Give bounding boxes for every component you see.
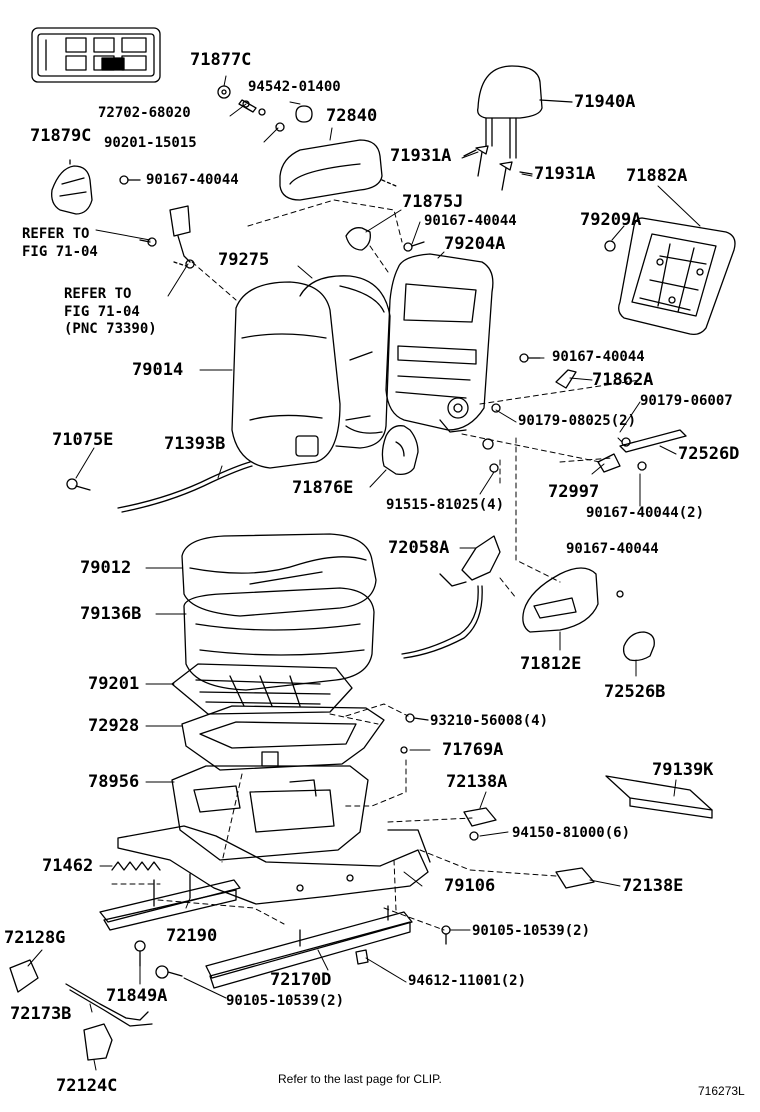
part-label: 71877C [190, 50, 252, 70]
part-label: 94150-81000(6) [512, 825, 631, 841]
seat-rails-drawing [99, 873, 413, 989]
rear-cover-parts-drawing [9, 959, 153, 1061]
part-label: 71931A [534, 164, 596, 184]
assembly-dashed-lines [111, 199, 641, 931]
part-label: 71862A [592, 370, 654, 390]
part-label: 79106 [444, 876, 496, 896]
part-label: 72702-68020 [98, 105, 191, 121]
seatback-drawing [231, 275, 391, 469]
part-label: 90105-10539(2) [472, 923, 591, 939]
part-label: 71812E [520, 654, 582, 674]
part-label: 90179-08025(2) [518, 413, 637, 429]
part-label: 72058A [388, 538, 450, 558]
part-label: 72190 [166, 926, 218, 946]
pad-drawing [605, 775, 713, 819]
small-fasteners-top [119, 85, 616, 363]
spring-drawing [111, 861, 161, 871]
lever-parts-drawing [482, 369, 687, 473]
part-label: 90167-40044(2) [586, 505, 705, 521]
part-label: 72173B [10, 1004, 72, 1024]
part-label: 71875J [402, 192, 464, 212]
part-label: 94542-01400 [248, 79, 341, 95]
part-label: 72170D [270, 970, 332, 990]
lower-fasteners [134, 807, 595, 979]
headrest-guide-drawings [463, 145, 533, 191]
recliner-cover-drawing [381, 425, 419, 476]
seat-pan-drawing [171, 746, 408, 861]
part-label: 71769A [442, 740, 504, 760]
part-label: 72526D [678, 444, 740, 464]
clip-note: Refer to the last page for CLIP. [278, 1072, 442, 1086]
part-label: 71879C [30, 126, 92, 146]
part-label: 91515-81025(4) [386, 497, 505, 513]
part-label: 90179-06007 [640, 393, 733, 409]
seat-locator-icon [31, 27, 161, 83]
part-label: 71075E [52, 430, 114, 450]
refer-note: REFER TO FIG 71-04 [22, 226, 98, 260]
part-label: 72138A [446, 772, 508, 792]
part-label: 90167-40044 [552, 349, 645, 365]
part-label: 79209A [580, 210, 642, 230]
part-label: 79201 [88, 674, 140, 694]
part-label: 71940A [574, 92, 636, 112]
cable-drawing [66, 461, 253, 513]
part-label: 71931A [390, 146, 452, 166]
part-label: 72840 [326, 106, 378, 126]
part-label: 90201-15015 [104, 135, 197, 151]
adjuster-cable-drawing [401, 535, 501, 659]
part-label: 71462 [42, 856, 94, 876]
part-label: 71882A [626, 166, 688, 186]
part-label: 72128G [4, 928, 66, 948]
part-label: 93210-56008(4) [430, 713, 549, 729]
armrest-drawing [279, 139, 397, 201]
side-cover-drawing [522, 567, 624, 633]
part-label: 90167-40044 [424, 213, 517, 229]
part-label: 71393B [164, 434, 226, 454]
seat-belt-buckle-drawing [169, 205, 195, 269]
seatback-frame-drawing [385, 253, 494, 433]
part-label: 72928 [88, 716, 140, 736]
clip-drawing [345, 227, 371, 251]
part-label: 79136B [80, 604, 142, 624]
part-label: 71876E [292, 478, 354, 498]
figure-code: 716273L [698, 1084, 745, 1098]
part-label: 72997 [548, 482, 600, 502]
part-label: 90105-10539(2) [226, 993, 345, 1009]
part-label: 72526B [604, 682, 666, 702]
part-label: 90167-40044 [566, 541, 659, 557]
part-label: 79012 [80, 558, 132, 578]
part-label: 79204A [444, 234, 506, 254]
headrest-drawing [477, 65, 573, 159]
part-label: 78956 [88, 772, 140, 792]
seat-cushion-drawing [181, 533, 377, 691]
knob-drawing [622, 631, 655, 662]
part-label: 72124C [56, 1076, 118, 1096]
seat-frame-drawing [181, 705, 429, 771]
part-label: 71849A [106, 986, 168, 1006]
back-board-drawing [618, 217, 736, 336]
part-label: 94612-11001(2) [408, 973, 527, 989]
part-label: 79139K [652, 760, 714, 780]
part-label: 79014 [132, 360, 184, 380]
part-label: 72138E [622, 876, 684, 896]
part-label: 79275 [218, 250, 270, 270]
track-frame-drawing [117, 825, 431, 905]
belt-guide-drawing [51, 159, 93, 215]
part-label: 90167-40044 [146, 172, 239, 188]
refer-note: REFER TO FIG 71-04 (PNC 73390) [64, 286, 157, 337]
